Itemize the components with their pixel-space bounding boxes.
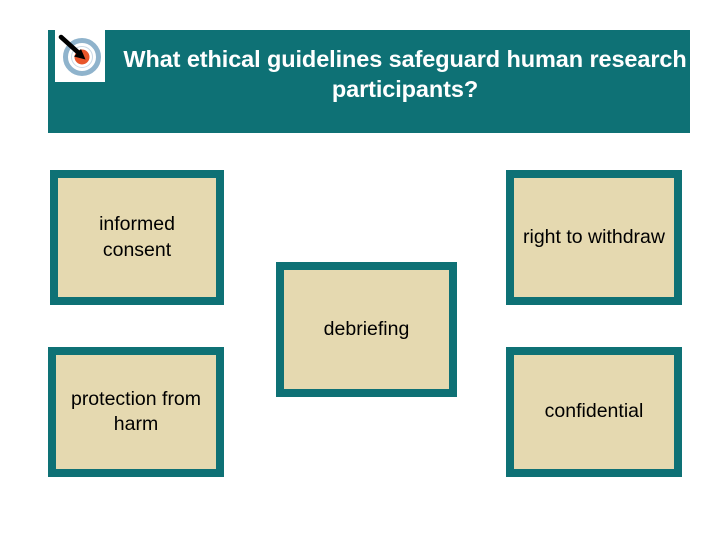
concept-box-protection-from-harm[interactable]: protection from harm — [48, 347, 224, 477]
concept-box-confidential[interactable]: confidential — [506, 347, 682, 477]
concept-label: protection from harm — [70, 387, 202, 435]
page-title: What ethical guidelines safeguard human … — [120, 30, 690, 133]
page-title-text: What ethical guidelines safeguard human … — [123, 46, 687, 102]
concept-box-informed-consent[interactable]: informed consent — [50, 170, 224, 305]
concept-label: right to withdraw — [523, 225, 665, 248]
title-banner: What ethical guidelines safeguard human … — [48, 30, 690, 133]
concept-label: confidential — [544, 400, 644, 423]
concept-label: debriefing — [323, 317, 410, 340]
concept-box-right-to-withdraw[interactable]: right to withdraw — [506, 170, 682, 305]
bullseye-target-with-arrow-icon — [55, 30, 105, 82]
concept-box-debriefing[interactable]: debriefing — [276, 262, 457, 397]
concept-label: informed consent — [99, 213, 175, 261]
